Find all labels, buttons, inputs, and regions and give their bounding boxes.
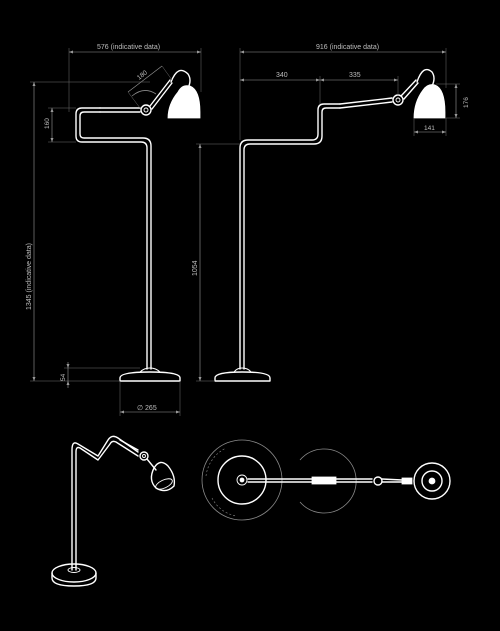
dimension-base-height: 54	[60, 373, 67, 381]
perspective-view-lamp	[51, 435, 176, 587]
dimension-total-height: 1345 (indicative data)	[26, 243, 33, 310]
dimension-shade-height: 176	[463, 97, 470, 108]
dimension-shade-diameter: 141	[424, 125, 435, 132]
dimension-side-offset: 160	[44, 118, 51, 129]
dimension-side-width: 576 (indicative data)	[97, 44, 160, 51]
dimension-front-arm-2: 335	[349, 72, 361, 79]
dimension-side-arm: 180	[136, 69, 149, 81]
dimension-stem-height: 1054	[192, 260, 199, 276]
dimension-base-diameter: ∅ 265	[137, 405, 157, 412]
front-view-lamp	[214, 68, 446, 382]
top-view-lamp	[201, 439, 451, 521]
dimension-front-width: 916 (indicative data)	[316, 44, 379, 51]
front-view-dimensions: 916 (indicative data) 340 335 176 141 10…	[192, 44, 470, 382]
dimension-front-arm-1: 340	[276, 72, 288, 79]
side-view-lamp	[75, 69, 201, 382]
side-view-dimensions: 576 (indicative data) 180 1345 (indicati…	[26, 44, 202, 416]
